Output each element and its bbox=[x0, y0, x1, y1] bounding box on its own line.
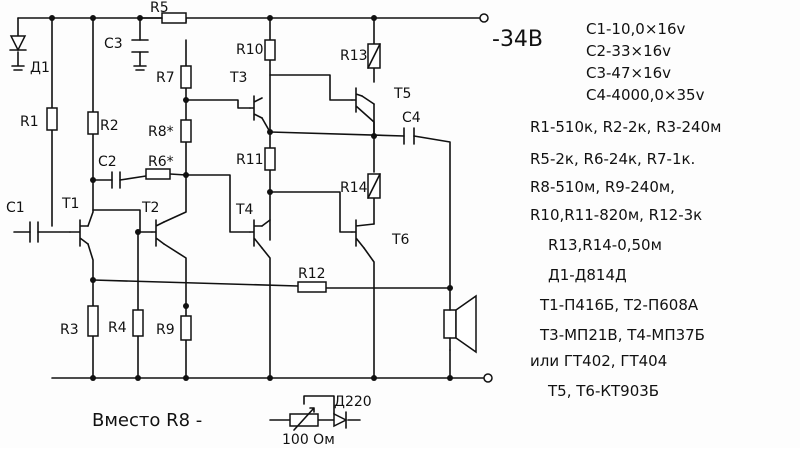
capacitor-c4 bbox=[403, 127, 415, 145]
parts-list-line: R10,R11-820м, R12-3к bbox=[530, 206, 702, 224]
transistor-t5 bbox=[351, 87, 375, 135]
zener-diode-d1 bbox=[9, 35, 27, 52]
label-r1: R1 bbox=[20, 114, 39, 130]
supply-terminal bbox=[479, 13, 489, 23]
resistor-r12 bbox=[297, 281, 327, 293]
label-r14: R14 bbox=[340, 180, 368, 196]
transistor-t6 bbox=[351, 219, 375, 249]
replacement-parts bbox=[269, 395, 361, 431]
resistor-r7 bbox=[180, 65, 192, 89]
label-t1: T1 bbox=[61, 196, 79, 212]
transistor-t1 bbox=[69, 219, 89, 247]
parts-list-line: C3-47×16v bbox=[586, 64, 671, 82]
resistor-r4 bbox=[132, 309, 144, 337]
label-r11: R11 bbox=[236, 152, 264, 168]
transistor-t3 bbox=[249, 95, 263, 121]
transistor-t4 bbox=[249, 219, 263, 249]
replacement-note-text: Вместо R8 - bbox=[92, 410, 202, 431]
parts-list-line: R5-2к, R6-24к, R7-1к. bbox=[530, 150, 695, 168]
capacitor-c1 bbox=[29, 221, 39, 243]
label-r8: R8* bbox=[148, 124, 174, 140]
label-r9: R9 bbox=[156, 322, 175, 338]
label-r5: R5 bbox=[150, 0, 169, 16]
label-c4: C4 bbox=[402, 110, 421, 126]
resistor-r6 bbox=[145, 168, 171, 180]
parts-list-line: C2-33×16v bbox=[586, 42, 671, 60]
label-r6: R6* bbox=[148, 154, 174, 170]
wiring bbox=[11, 13, 493, 383]
label-c3: C3 bbox=[104, 36, 123, 52]
speaker bbox=[443, 287, 477, 354]
resistor-r10 bbox=[264, 39, 276, 61]
resistor-r3 bbox=[87, 305, 99, 337]
parts-list-line: Д1-Д814Д bbox=[548, 266, 627, 284]
transistor-t2 bbox=[151, 219, 165, 247]
parts-list-line: R1-510к, R2-2к, R3-240м bbox=[530, 118, 721, 136]
parts-list-line: T3-МП21В, T4-МП37Б bbox=[539, 326, 705, 344]
capacitor-c3 bbox=[131, 39, 149, 53]
resistor-r1 bbox=[46, 107, 58, 131]
resistor-r9 bbox=[180, 315, 192, 341]
resistor-r8 bbox=[180, 119, 192, 143]
junction-dots bbox=[49, 15, 453, 381]
label-r10: R10 bbox=[236, 42, 264, 58]
label-t4: T4 bbox=[235, 202, 254, 218]
label-r13: R13 bbox=[340, 48, 368, 64]
capacitor-c2 bbox=[111, 171, 121, 189]
ground-terminal bbox=[483, 373, 493, 383]
component-labels: Д1 R1 R2 R3 R4 R5 R6* R7 R8* R9 R10 R11 … bbox=[6, 0, 543, 338]
label-d1: Д1 bbox=[30, 60, 50, 76]
replacement-note: Вместо R8 - 100 Ом Д220 bbox=[92, 394, 372, 448]
parts-list-line: R8-510м, R9-240м, bbox=[530, 178, 675, 196]
parts-list-line: T5, T6-КТ903Б bbox=[547, 382, 659, 400]
label-c1: C1 bbox=[6, 200, 25, 216]
potentiometer-value: 100 Ом bbox=[282, 432, 335, 448]
parts-list-line: или ГТ402, ГТ404 bbox=[530, 352, 667, 370]
resistor-r2 bbox=[87, 111, 99, 135]
label-r12: R12 bbox=[298, 266, 326, 282]
label-r3: R3 bbox=[60, 322, 79, 338]
label-t6: T6 bbox=[391, 232, 410, 248]
parts-list-line: T1-П416Б, T2-П608А bbox=[539, 296, 699, 314]
resistor-r11 bbox=[264, 147, 276, 171]
label-t2: T2 bbox=[141, 200, 159, 216]
diode-symbol bbox=[333, 412, 348, 428]
label-t3: T3 bbox=[229, 70, 247, 86]
diode-type: Д220 bbox=[334, 394, 372, 410]
parts-list-line: R13,R14-0,50м bbox=[548, 236, 662, 254]
label-t5: T5 bbox=[393, 86, 411, 102]
parts-list-line: C1-10,0×16v bbox=[586, 20, 685, 38]
label-r2: R2 bbox=[100, 118, 119, 134]
supply-voltage-label: -34В bbox=[492, 27, 543, 52]
label-r7: R7 bbox=[156, 70, 175, 86]
parts-list-line: C4-4000,0×35v bbox=[586, 86, 705, 104]
parts-list: C1-10,0×16v C2-33×16v C3-47×16v C4-4000,… bbox=[530, 20, 721, 400]
label-r4: R4 bbox=[108, 320, 127, 336]
label-c2: C2 bbox=[98, 154, 117, 170]
